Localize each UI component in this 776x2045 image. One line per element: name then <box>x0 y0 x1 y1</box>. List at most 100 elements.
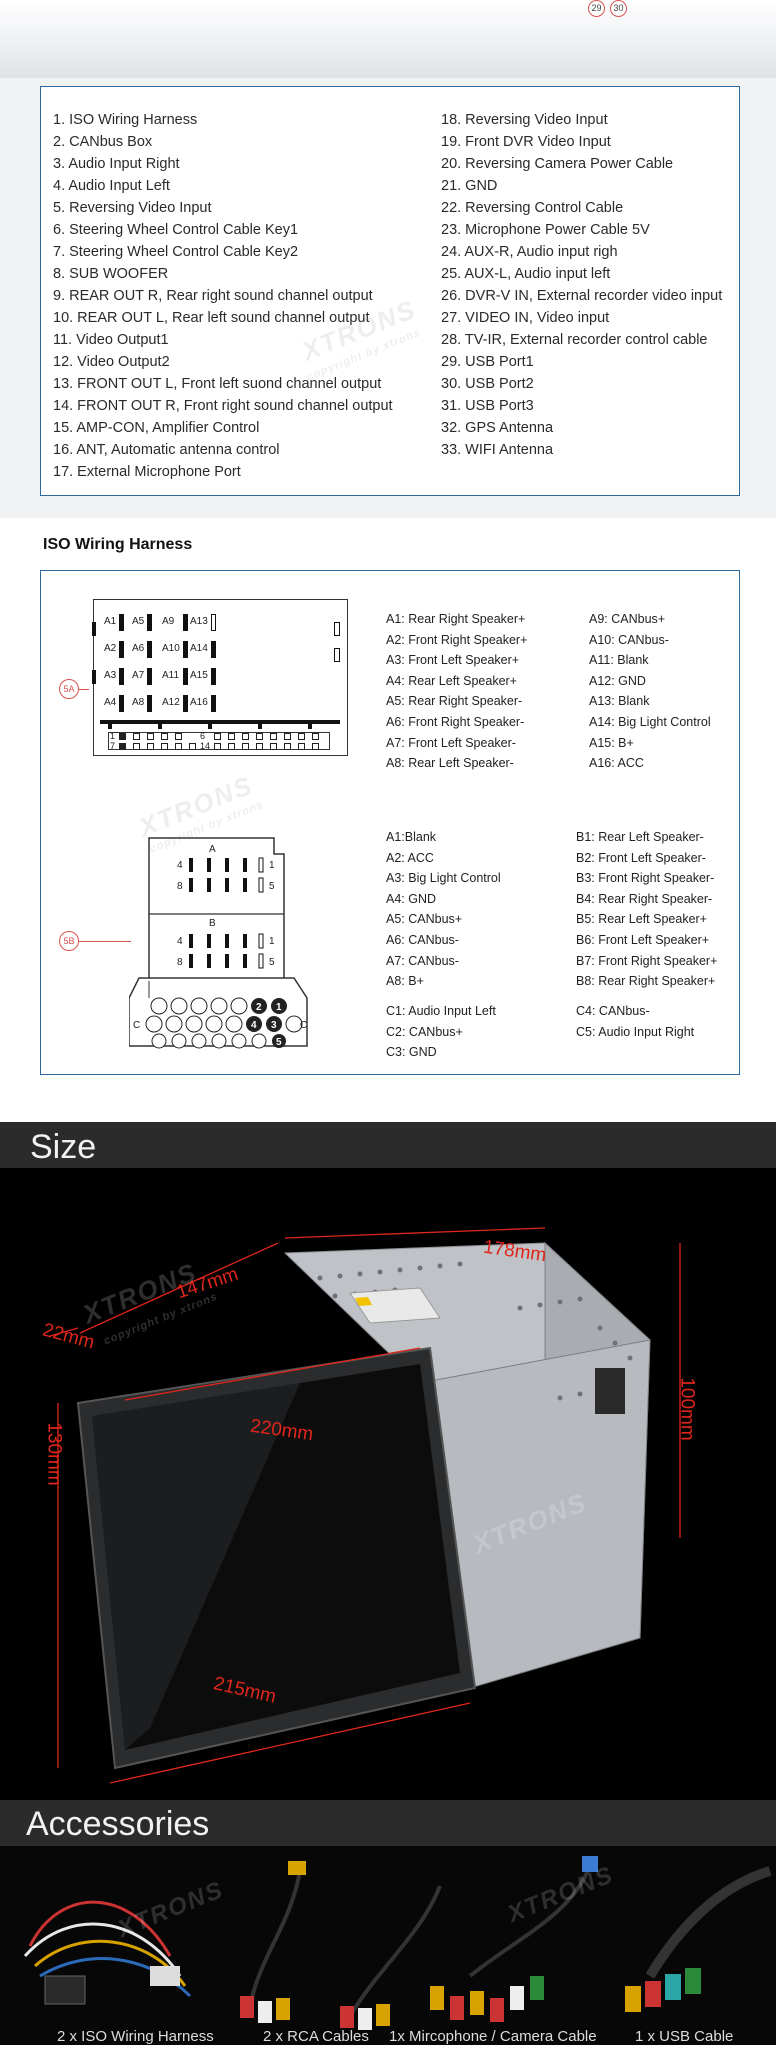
pin-contact <box>119 641 124 658</box>
connector-notch <box>92 670 96 684</box>
pin-item: B1: Rear Left Speaker- <box>576 830 704 844</box>
pin-item: B6: Front Left Speaker+ <box>576 932 710 947</box>
legend-item: 2. CANbus Box <box>53 134 153 150</box>
accessory-caption-usb: 1 x USB Cable <box>635 2028 734 2045</box>
pin-item: A4: GND <box>386 891 437 906</box>
pin-number: 6 <box>200 731 206 741</box>
connector-notch <box>334 622 340 636</box>
legend-item: 30. USB Port2 <box>441 376 534 392</box>
pin-item: B8: Rear Right Speaker+ <box>576 974 716 989</box>
pin-contact <box>183 668 188 685</box>
tag-5a: 5A <box>59 679 79 699</box>
pin-number: 14 <box>200 741 211 751</box>
pin-contact <box>211 641 216 658</box>
pin-number: 2 <box>256 1002 262 1013</box>
legend-item: 22. Reversing Control Cable <box>441 200 624 216</box>
pin-number: 7 <box>110 741 116 751</box>
legend-item: 3. Audio Input Right <box>53 156 180 172</box>
pin-item: A1: Rear Right Speaker+ <box>386 612 526 626</box>
pin-item: A16: ACC <box>589 756 644 771</box>
block-letter: C <box>300 1020 307 1031</box>
pin-item: A4: Rear Left Speaker+ <box>386 673 517 688</box>
pin-item: C2: CANbus+ <box>386 1024 463 1039</box>
pin-number: 1 <box>110 731 116 741</box>
pin-number: 5 <box>276 1037 282 1048</box>
pin-label: A15 <box>190 670 208 681</box>
pin-label: A11 <box>162 670 180 681</box>
block-letter: A <box>209 844 216 855</box>
pin-list-c2: C4: CANbus-C5: Audio Input Right <box>576 1001 694 1042</box>
block-letter: B <box>209 918 216 929</box>
pin-item: B7: Front Right Speaker+ <box>576 953 718 968</box>
pin-square <box>119 733 126 740</box>
pin-label: A14 <box>190 643 208 654</box>
pin-square <box>147 733 154 740</box>
accessories-section-header: Accessories <box>0 1800 776 1846</box>
legend-item: 28. TV-IR, External recorder control cab… <box>441 332 708 348</box>
pin-number: 5 <box>269 957 275 968</box>
pin-item: B3: Front Right Speaker- <box>576 871 715 886</box>
legend-item: 17. External Microphone Port <box>53 464 241 480</box>
callout-29: 29 <box>588 0 605 17</box>
pin-number: 8 <box>177 881 183 892</box>
pin-contact <box>183 695 188 712</box>
pin-square <box>214 743 221 750</box>
size-illustration: 178mm 147mm 22mm 100mm 130mm 220mm 215mm… <box>0 1168 776 1800</box>
pin-item: A7: Front Left Speaker- <box>386 735 516 750</box>
pin-label: A6 <box>132 643 145 654</box>
pin-list-a1: A1: Rear Right Speaker+ A2: Front Right S… <box>386 609 527 774</box>
pin-number: 4 <box>177 860 183 871</box>
pin-number: 3 <box>271 1020 277 1031</box>
pin-item: B4: Rear Right Speaker- <box>576 891 713 906</box>
pin-square <box>298 733 305 740</box>
legend-item: 29. USB Port1 <box>441 354 534 370</box>
pin-item: A15: B+ <box>589 735 634 750</box>
connector-tab <box>258 723 262 729</box>
pin-item: A1:Blank <box>386 830 437 844</box>
dim-130: 130mm <box>43 1422 65 1486</box>
pin-square <box>256 733 263 740</box>
legend-item: 26. DVR-V IN, External recorder video in… <box>441 288 723 304</box>
connector-notch <box>92 622 96 636</box>
pin-label: A13 <box>190 616 208 627</box>
legend-item: 6. Steering Wheel Control Cable Key1 <box>53 222 299 238</box>
pin-square <box>242 733 249 740</box>
pin-item: A2: Front Right Speaker+ <box>386 632 528 647</box>
legend-item: 23. Microphone Power Cable 5V <box>441 222 650 238</box>
pin-square <box>228 743 235 750</box>
legend-item: 25. AUX-L, Audio input left <box>441 266 611 282</box>
pin-item: A9: CANbus+ <box>589 612 666 626</box>
pin-number: 1 <box>276 1002 282 1013</box>
legend-item: 18. Reversing Video Input <box>441 112 608 128</box>
pin-item: B2: Front Left Speaker- <box>576 850 706 865</box>
legend-item: 21. GND <box>441 178 498 194</box>
pin-label: A7 <box>132 670 145 681</box>
pin-number: 1 <box>269 936 275 947</box>
legend-item: 16. ANT, Automatic antenna control <box>53 442 280 458</box>
pin-item: A6: CANbus- <box>386 932 459 947</box>
pin-square <box>242 743 249 750</box>
connector-tab <box>208 723 212 729</box>
accessories-gallery: 2 x ISO Wiring Harness 2 x RCA Cables 1x… <box>0 1846 776 2045</box>
device-dimension-drawing <box>49 1227 681 1784</box>
pin-square <box>161 733 168 740</box>
pin-label: A1 <box>104 616 117 627</box>
size-section-header: Size <box>0 1122 776 1168</box>
pin-label: A12 <box>162 697 180 708</box>
connector-tab <box>158 723 162 729</box>
pin-number: 4 <box>177 936 183 947</box>
pin-square <box>284 743 291 750</box>
pin-item: A7: CANbus- <box>386 953 459 968</box>
legend-right-column: 18. Reversing Video Input 19. Front DVR V… <box>441 109 722 461</box>
pin-label: A3 <box>104 670 117 681</box>
legend-item: 20. Reversing Camera Power Cable <box>441 156 674 172</box>
pin-square <box>119 743 126 750</box>
legend-item: 19. Front DVR Video Input <box>441 134 611 150</box>
pin-square <box>270 743 277 750</box>
pin-number: 5 <box>269 881 275 892</box>
